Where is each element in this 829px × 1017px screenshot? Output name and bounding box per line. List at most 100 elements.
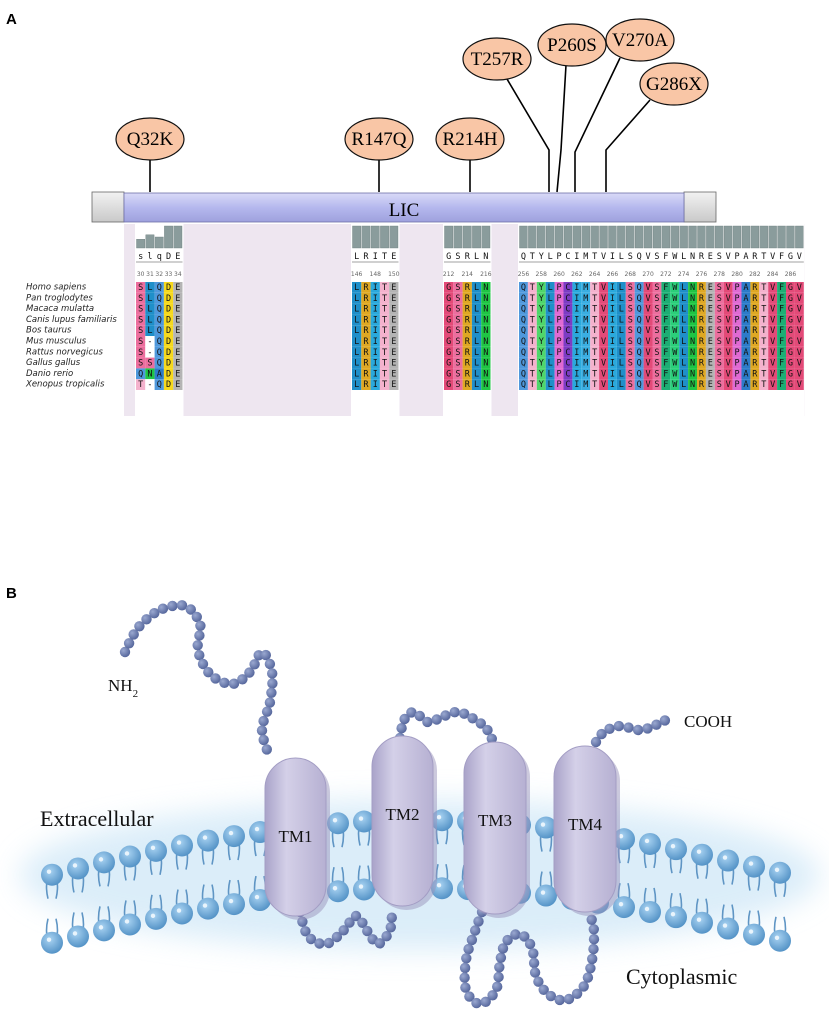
n-terminus-text: NH (108, 676, 133, 695)
residue-cell (741, 368, 751, 380)
conservation-bar (444, 225, 454, 249)
residue-cell (634, 325, 644, 336)
residue-letter: A (157, 369, 162, 379)
residue-letter: V (726, 283, 731, 293)
consensus-residue: R (752, 252, 758, 262)
lipid-highlight (332, 886, 338, 891)
residue-letter: W (672, 380, 678, 390)
panel-a-label: A (6, 11, 17, 28)
residue-cell (554, 379, 564, 390)
residue-cell (625, 357, 635, 369)
residue-cell (389, 282, 399, 293)
position-number: 258 (536, 271, 548, 278)
residue-letter: Q (637, 380, 642, 390)
residue-cell (661, 303, 671, 315)
conservation-bar (643, 225, 653, 249)
residue-cell (145, 336, 155, 347)
residue-cell (777, 282, 786, 293)
position-number: 280 (731, 271, 743, 278)
amino-acid-bead (493, 971, 504, 983)
residue-cell (714, 357, 724, 369)
residue-letter: F (663, 283, 668, 293)
residue-letter: R (752, 348, 758, 358)
residue-cell (471, 303, 482, 315)
residue-cell (608, 282, 617, 293)
residue-cell (750, 346, 760, 358)
residue-cell (572, 282, 582, 293)
residue-letter: Q (138, 369, 143, 379)
residue-cell (481, 303, 491, 315)
residue-letter: G (446, 315, 451, 325)
residue-cell (361, 282, 371, 293)
residue-cell (697, 292, 706, 304)
residue-letter: V (645, 337, 650, 347)
phospholipid (535, 816, 557, 852)
residue-cell (173, 292, 183, 304)
residue-cell (697, 282, 706, 293)
residue-cell (679, 368, 689, 380)
position-number: 276 (696, 271, 708, 278)
residue-letter: G (446, 348, 451, 358)
residue-letter: R (363, 337, 369, 347)
residue-cell (379, 368, 390, 380)
residue-letter: L (619, 359, 624, 369)
residue-cell (786, 292, 795, 304)
phospholipid (119, 845, 141, 881)
residue-letter: V (601, 294, 606, 304)
residue-cell (453, 314, 463, 326)
position-number: 274 (678, 271, 690, 278)
residue-letter: S (628, 337, 633, 347)
residue-cell (379, 379, 390, 390)
residue-cell (590, 282, 600, 293)
lipid-highlight (748, 861, 754, 866)
residue-cell (471, 357, 482, 369)
residue-letter: S (455, 337, 460, 347)
residue-cell (581, 336, 591, 347)
amino-acid-bead (157, 603, 169, 614)
residue-letter: V (645, 283, 650, 293)
residue-letter: C (565, 326, 570, 336)
residue-cell (536, 357, 546, 369)
consensus-residue: V (770, 252, 775, 262)
conservation-bar (528, 225, 537, 249)
residue-letter: T (592, 326, 597, 336)
mutation-connector (506, 78, 550, 192)
residue-letter: S (455, 348, 460, 358)
residue-letter: F (663, 294, 668, 304)
amino-acid-bead (191, 611, 202, 623)
residue-letter: I (373, 359, 378, 369)
residue-cell (786, 368, 795, 380)
residue-cell (688, 292, 697, 304)
residue-cell (352, 292, 362, 304)
residue-letter: S (628, 305, 633, 315)
residue-letter: N (483, 315, 488, 325)
phospholipid (327, 867, 349, 903)
residue-cell (453, 368, 463, 380)
residue-cell (634, 314, 644, 326)
residue-letter: S (717, 294, 722, 304)
residue-cell (625, 325, 635, 336)
residue-cell (661, 325, 671, 336)
residue-letter: D (166, 337, 171, 347)
amino-acid-bead (467, 713, 478, 724)
residue-cell (163, 346, 174, 358)
residue-letter: L (354, 305, 359, 315)
residue-cell (545, 357, 555, 369)
residue-cell (563, 336, 573, 347)
residue-letter: P (556, 294, 561, 304)
residue-letter: T (592, 294, 597, 304)
residue-cell (697, 336, 706, 347)
amino-acid-bead (362, 925, 373, 937)
residue-letter: V (601, 337, 606, 347)
residue-cell (545, 346, 555, 358)
amino-acid-bead (486, 733, 497, 744)
lipid-head (535, 884, 557, 907)
residue-letter: E (708, 348, 713, 358)
residue-cell (527, 292, 537, 304)
residue-letter: F (663, 380, 668, 390)
amino-acid-bead (305, 933, 317, 945)
residue-letter: D (166, 348, 171, 358)
residue-letter: T (382, 315, 387, 325)
residue-cell (759, 357, 769, 369)
residue-letter: V (645, 380, 650, 390)
